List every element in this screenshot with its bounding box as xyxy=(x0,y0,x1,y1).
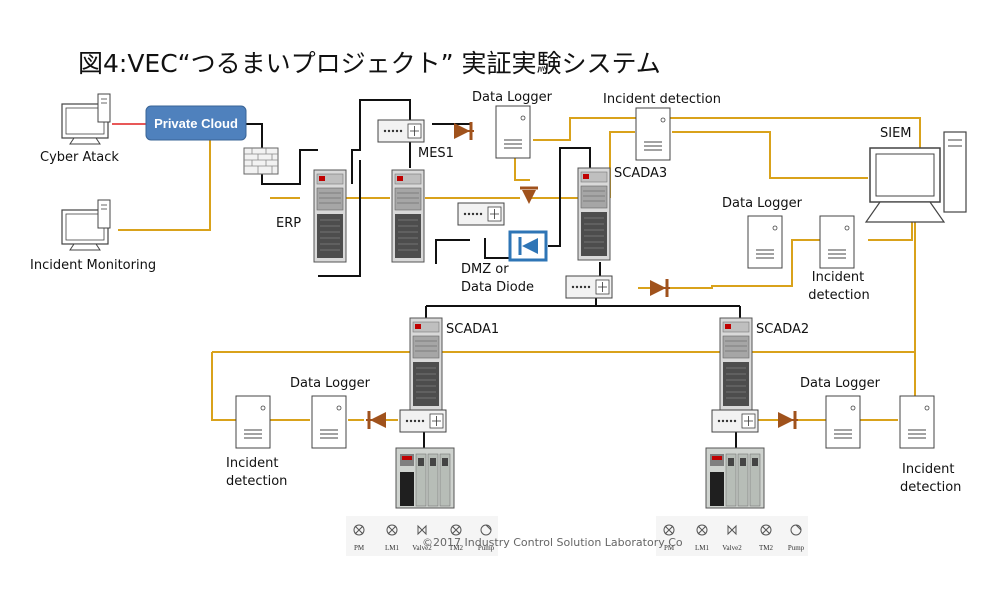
scada2-label: SCADA2 xyxy=(756,322,810,337)
cyber-attack-label: Cyber Atack xyxy=(40,150,119,165)
data-logger-right-icon xyxy=(747,215,783,269)
cyber-attack-pc-icon xyxy=(61,93,111,145)
incident-detection-br-icon xyxy=(899,395,935,449)
sensor-label-tm2: TM2 xyxy=(759,544,774,552)
sensor-label-pm: PM xyxy=(354,544,365,552)
sensor-label-valve2: Valve2 xyxy=(412,544,432,552)
data-logger-br-icon xyxy=(825,395,861,449)
orange-network-lines xyxy=(118,117,921,421)
scada1-label: SCADA1 xyxy=(446,322,500,337)
dmz-label-line1: DMZ or xyxy=(461,262,509,277)
incident-detection-left-icon xyxy=(235,395,271,449)
diode-left-icon xyxy=(366,411,386,429)
incident-detection-top-icon xyxy=(635,107,671,161)
sensor-label-valve2: Valve2 xyxy=(722,544,742,552)
copyright-notice: ©2017 Industry Control Solution Laborato… xyxy=(422,536,683,549)
diode-right-icon xyxy=(648,277,672,299)
incident-detection-left-label-2: detection xyxy=(226,474,288,489)
mes-switch-icon xyxy=(377,119,425,143)
data-logger-right-label: Data Logger xyxy=(722,196,802,211)
incident-detection-br-label-2: detection xyxy=(900,480,962,495)
sensor-strip-right: PM LM1 Valve2 TM2 Pump xyxy=(656,516,808,556)
incident-detection-br-label-1: Incident xyxy=(902,462,955,477)
scada1-server-icon xyxy=(409,317,443,411)
mes1-label: MES1 xyxy=(418,146,454,161)
sensor-label-lm1: LM1 xyxy=(385,544,400,552)
plc-right-icon xyxy=(705,447,765,509)
data-logger-left-icon xyxy=(311,395,347,449)
sensor-strip-left: PM LM1 Valve2 TM2 Pump xyxy=(346,516,498,556)
dmz-label-line2: Data Diode xyxy=(461,280,534,295)
sensor-label-tm2: TM2 xyxy=(449,544,464,552)
siem-label: SIEM xyxy=(880,126,912,141)
incident-detection-right-label-2: detection xyxy=(808,288,870,303)
page-title: 図4:VEC“つるまいプロジェクト” 実証実験システム xyxy=(78,49,661,78)
sensor-label-pump: Pump xyxy=(788,544,805,552)
erp-server-icon xyxy=(313,169,347,263)
data-logger-top-icon xyxy=(495,105,531,159)
incident-detection-right-icon xyxy=(819,215,855,269)
firewall-icon xyxy=(243,147,279,175)
sensor-label-lm1: LM1 xyxy=(695,544,710,552)
incident-monitoring-label: Incident Monitoring xyxy=(30,258,157,273)
incident-detection-right-label-1: Incident xyxy=(811,270,865,285)
dmz-switch-icon xyxy=(457,202,505,226)
diode-vertical-icon xyxy=(520,186,538,204)
dmz-data-diode-icon xyxy=(508,230,548,262)
sensor-label-pm: PM xyxy=(664,544,675,552)
incident-detection-left-label-1: Incident xyxy=(226,456,279,471)
scada3-switch-icon xyxy=(565,275,613,299)
mes1-server-icon xyxy=(391,169,425,263)
scada1-switch-icon xyxy=(399,409,447,433)
scada3-label: SCADA3 xyxy=(614,166,668,181)
erp-label: ERP xyxy=(276,216,302,231)
sensor-label-pump: Pump xyxy=(478,544,495,552)
incident-detection-top-label: Incident detection xyxy=(603,92,721,107)
scada3-server-icon xyxy=(577,167,611,261)
diode-br-icon xyxy=(776,409,800,431)
scada2-switch-icon xyxy=(711,409,759,433)
data-logger-top-label: Data Logger xyxy=(472,90,552,105)
scada2-server-icon xyxy=(719,317,753,411)
siem-workstation-icon xyxy=(864,131,967,223)
data-logger-left-label: Data Logger xyxy=(290,376,370,391)
data-logger-br-label: Data Logger xyxy=(800,376,880,391)
private-cloud: Private Cloud xyxy=(145,105,247,141)
plc-left-icon xyxy=(395,447,455,509)
private-cloud-label: Private Cloud xyxy=(154,116,238,131)
incident-monitoring-pc-icon xyxy=(61,199,111,251)
